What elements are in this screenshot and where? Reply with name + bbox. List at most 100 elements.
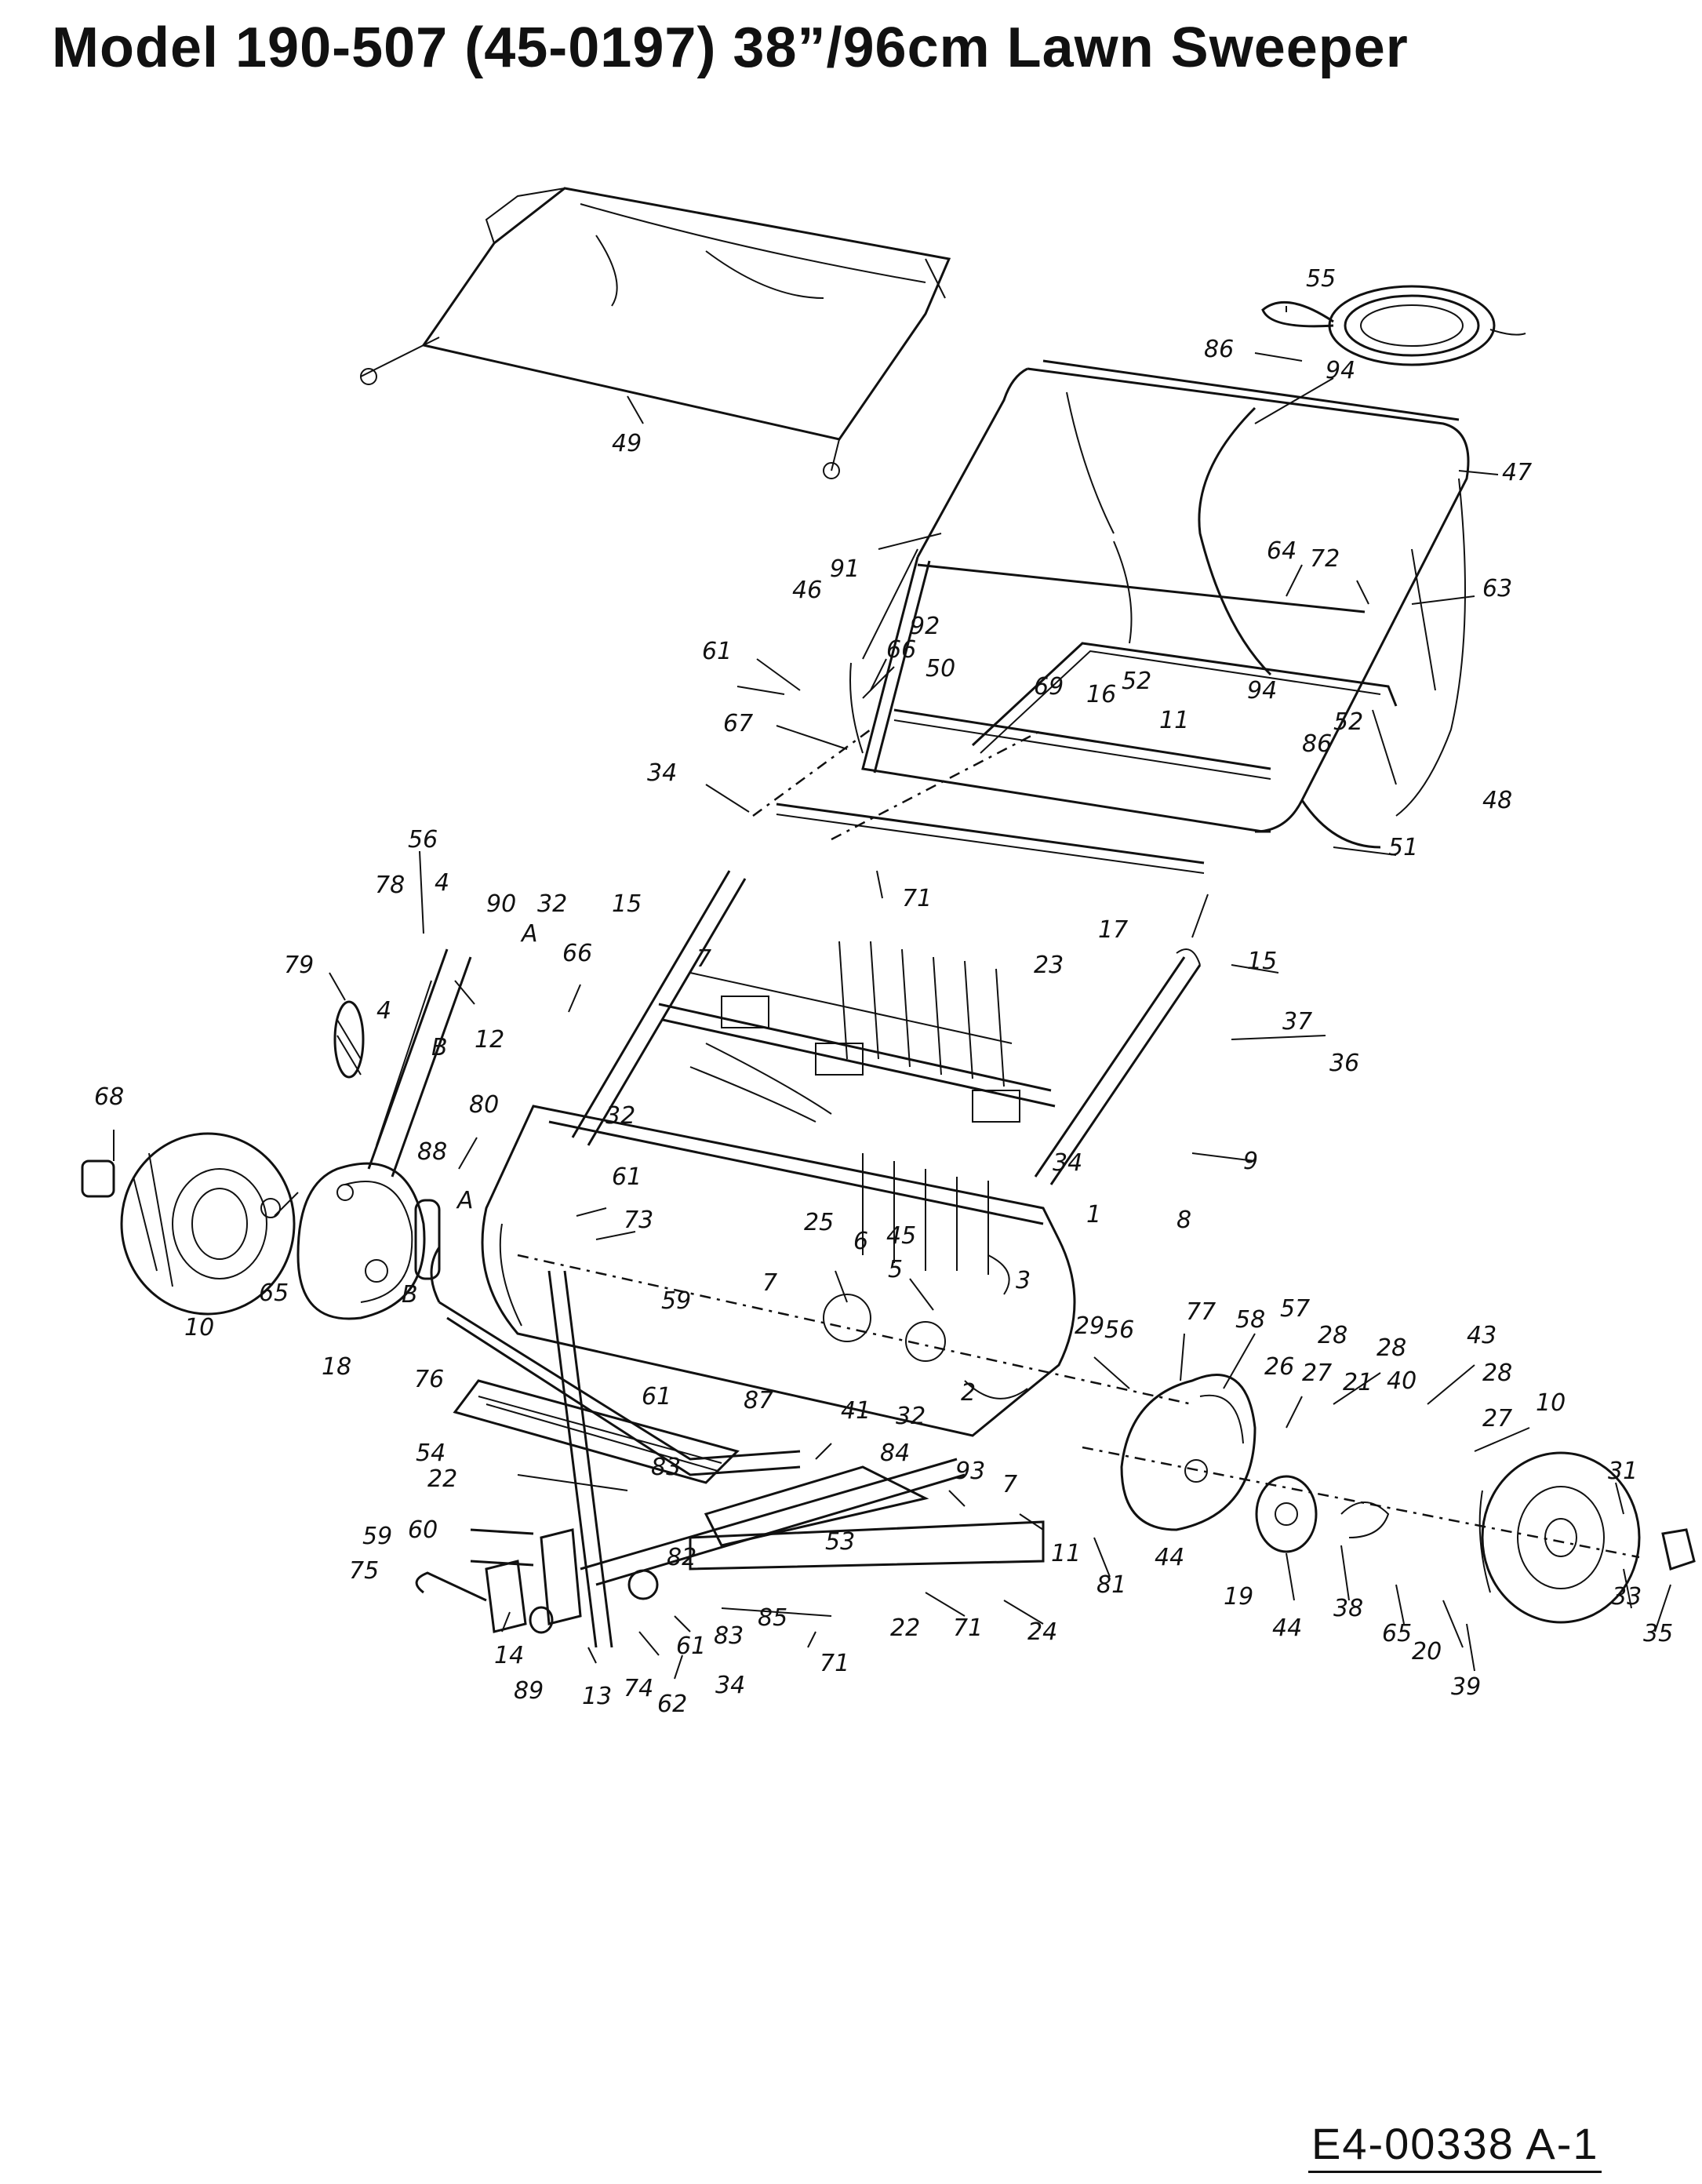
callout-label: 39 xyxy=(1451,1673,1481,1701)
callout-label: 59 xyxy=(362,1523,392,1550)
callout-label: 90 xyxy=(486,890,516,918)
callout-label: 61 xyxy=(612,1163,642,1191)
callout-label: 32 xyxy=(896,1403,926,1430)
callout-label: B xyxy=(431,1034,448,1061)
callout-label: 89 xyxy=(514,1677,544,1705)
callout-label: 83 xyxy=(714,1622,744,1650)
lower-plates xyxy=(453,1379,1045,1617)
callout-label: 71 xyxy=(902,885,932,912)
callout-label: 72 xyxy=(1310,545,1340,573)
callout-label: 44 xyxy=(1155,1544,1184,1571)
height-adjuster xyxy=(333,948,472,1178)
callout-label: 66 xyxy=(886,636,916,664)
callout-label: 34 xyxy=(715,1672,745,1699)
gear-housing-icon xyxy=(296,1162,426,1320)
callout-label: 67 xyxy=(723,710,753,737)
callout-label: 10 xyxy=(184,1314,214,1341)
drawing-code: E4-00338 A-1 xyxy=(1308,2118,1602,2173)
callout-label: 94 xyxy=(1326,357,1355,384)
side-bracket xyxy=(571,870,1202,1185)
callout-label: 61 xyxy=(642,1383,671,1410)
callout-label: 52 xyxy=(1333,708,1363,736)
callout-label: 25 xyxy=(804,1209,834,1236)
callout-label: 24 xyxy=(1027,1618,1057,1646)
callout-label: 18 xyxy=(322,1353,351,1381)
leader-lines xyxy=(113,306,1671,1680)
callout-label: 1 xyxy=(1086,1201,1101,1228)
callout-label: 44 xyxy=(1272,1614,1302,1642)
callout-label: 58 xyxy=(1235,1306,1265,1334)
callout-label: 61 xyxy=(702,638,732,665)
callout-label: 28 xyxy=(1377,1334,1406,1362)
hopper-cover-icon xyxy=(360,187,951,479)
right-wheel-assembly xyxy=(1082,1374,1696,1624)
callout-label: 37 xyxy=(1282,1008,1312,1036)
callout-label: 26 xyxy=(1264,1353,1294,1381)
callout-label: 45 xyxy=(886,1222,916,1250)
callout-label: 32 xyxy=(537,890,567,918)
tie-strap-icon xyxy=(1261,285,1526,366)
callout-label: 64 xyxy=(1267,537,1297,565)
callout-label: 7 xyxy=(762,1269,777,1297)
callout-label: 23 xyxy=(1034,952,1064,979)
callout-label: 10 xyxy=(1536,1389,1566,1417)
hitch-parts xyxy=(415,1528,659,1634)
callout-label: 6 xyxy=(853,1228,868,1255)
callout-labels: 55 86 94 47 49 64 72 63 91 46 92 61 66 5… xyxy=(94,265,1673,1718)
callout-label: 38 xyxy=(1333,1595,1363,1622)
callout-label: 48 xyxy=(1482,787,1512,814)
callout-label: 40 xyxy=(1387,1367,1417,1395)
callout-label: 33 xyxy=(1612,1583,1642,1611)
callout-label: 13 xyxy=(582,1683,612,1710)
callout-label: 62 xyxy=(657,1691,687,1718)
page-title: Model 190-507 (45-0197) 38”/96cm Lawn Sw… xyxy=(52,16,1409,79)
rod-assembly xyxy=(752,708,1271,874)
callout-label: 66 xyxy=(562,940,592,967)
brush-icon xyxy=(658,941,1056,1275)
callout-label: 2 xyxy=(961,1379,976,1407)
callout-label: 27 xyxy=(1302,1360,1332,1387)
callout-label: 49 xyxy=(612,430,642,457)
callout-label: 68 xyxy=(94,1083,124,1111)
callout-label: 52 xyxy=(1122,668,1151,695)
callout-label: 75 xyxy=(349,1557,379,1585)
callout-label: 34 xyxy=(647,759,677,787)
callout-label: 56 xyxy=(408,826,438,854)
callout-label: 34 xyxy=(1053,1149,1082,1177)
callout-label: 27 xyxy=(1482,1405,1512,1432)
callout-label: 87 xyxy=(744,1387,773,1414)
callout-label: 19 xyxy=(1224,1583,1253,1611)
callout-label: 74 xyxy=(624,1675,653,1702)
callout-label: 86 xyxy=(1302,730,1332,758)
callout-label: 78 xyxy=(375,872,405,899)
callout-label: 11 xyxy=(1159,707,1189,734)
callout-label: 35 xyxy=(1643,1620,1673,1647)
callout-label: 59 xyxy=(661,1287,691,1315)
callout-label: 61 xyxy=(676,1633,706,1660)
handle-icon xyxy=(414,1199,966,1648)
callout-label: 88 xyxy=(417,1138,447,1166)
callout-label: A xyxy=(520,920,538,948)
callout-label: 20 xyxy=(1412,1638,1442,1665)
callout-label: 57 xyxy=(1280,1295,1310,1323)
callout-label: 86 xyxy=(1204,336,1234,363)
callout-label: 22 xyxy=(890,1614,920,1642)
callout-label: 54 xyxy=(416,1440,446,1467)
callout-label: 41 xyxy=(841,1397,871,1425)
callout-label: 77 xyxy=(1186,1298,1216,1326)
callout-label: 82 xyxy=(667,1544,696,1571)
callout-label: 4 xyxy=(435,869,449,897)
callout-label: 56 xyxy=(1104,1316,1134,1344)
callout-label: 21 xyxy=(1343,1369,1373,1396)
callout-label: 11 xyxy=(1051,1540,1081,1567)
callout-label: 93 xyxy=(955,1458,985,1485)
callout-label: 9 xyxy=(1243,1148,1258,1175)
callout-label: 65 xyxy=(1382,1620,1412,1647)
callout-label: 71 xyxy=(820,1650,849,1677)
wheel-icon xyxy=(81,1132,296,1316)
callout-label: 83 xyxy=(651,1454,681,1481)
callout-label: 3 xyxy=(1016,1267,1031,1294)
callout-label: 85 xyxy=(758,1604,787,1632)
callout-label: 5 xyxy=(888,1256,903,1283)
callout-label: 4 xyxy=(376,997,391,1025)
